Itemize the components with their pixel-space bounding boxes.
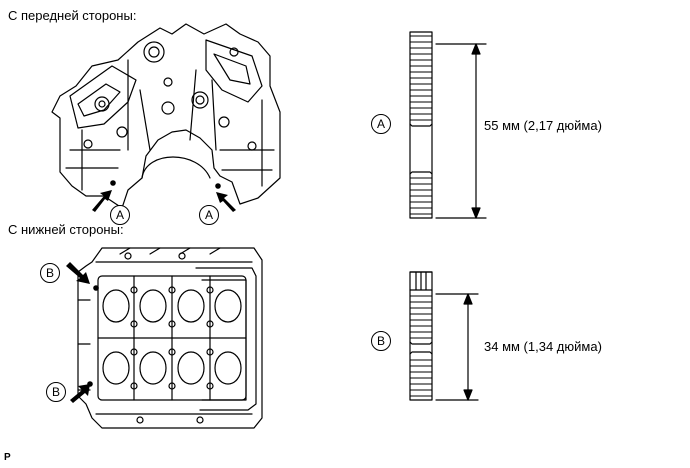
illustration-code: P [4, 452, 11, 463]
callout-b-marker: B [40, 263, 60, 283]
callout-a-marker: A [110, 205, 130, 225]
bottom-view-label: С нижней стороны: [8, 222, 124, 237]
arrow-icon [66, 262, 90, 403]
stud-a-drawing [409, 31, 487, 219]
stud-b-drawing [409, 271, 479, 401]
engine-block-front-view [51, 23, 281, 209]
stud-b-length-label: 34 мм (1,34 дюйма) [484, 339, 602, 354]
stud-a-length-label: 55 мм (2,17 дюйма) [484, 118, 602, 133]
front-view-label: С передней стороны: [8, 8, 137, 23]
stud-b-marker: B [371, 331, 391, 351]
callout-b-marker: B [46, 382, 66, 402]
stud-a-marker: A [371, 114, 391, 134]
arrow-icon [92, 190, 236, 212]
engine-block-bottom-view [77, 247, 263, 429]
callout-a-marker: A [199, 205, 219, 225]
